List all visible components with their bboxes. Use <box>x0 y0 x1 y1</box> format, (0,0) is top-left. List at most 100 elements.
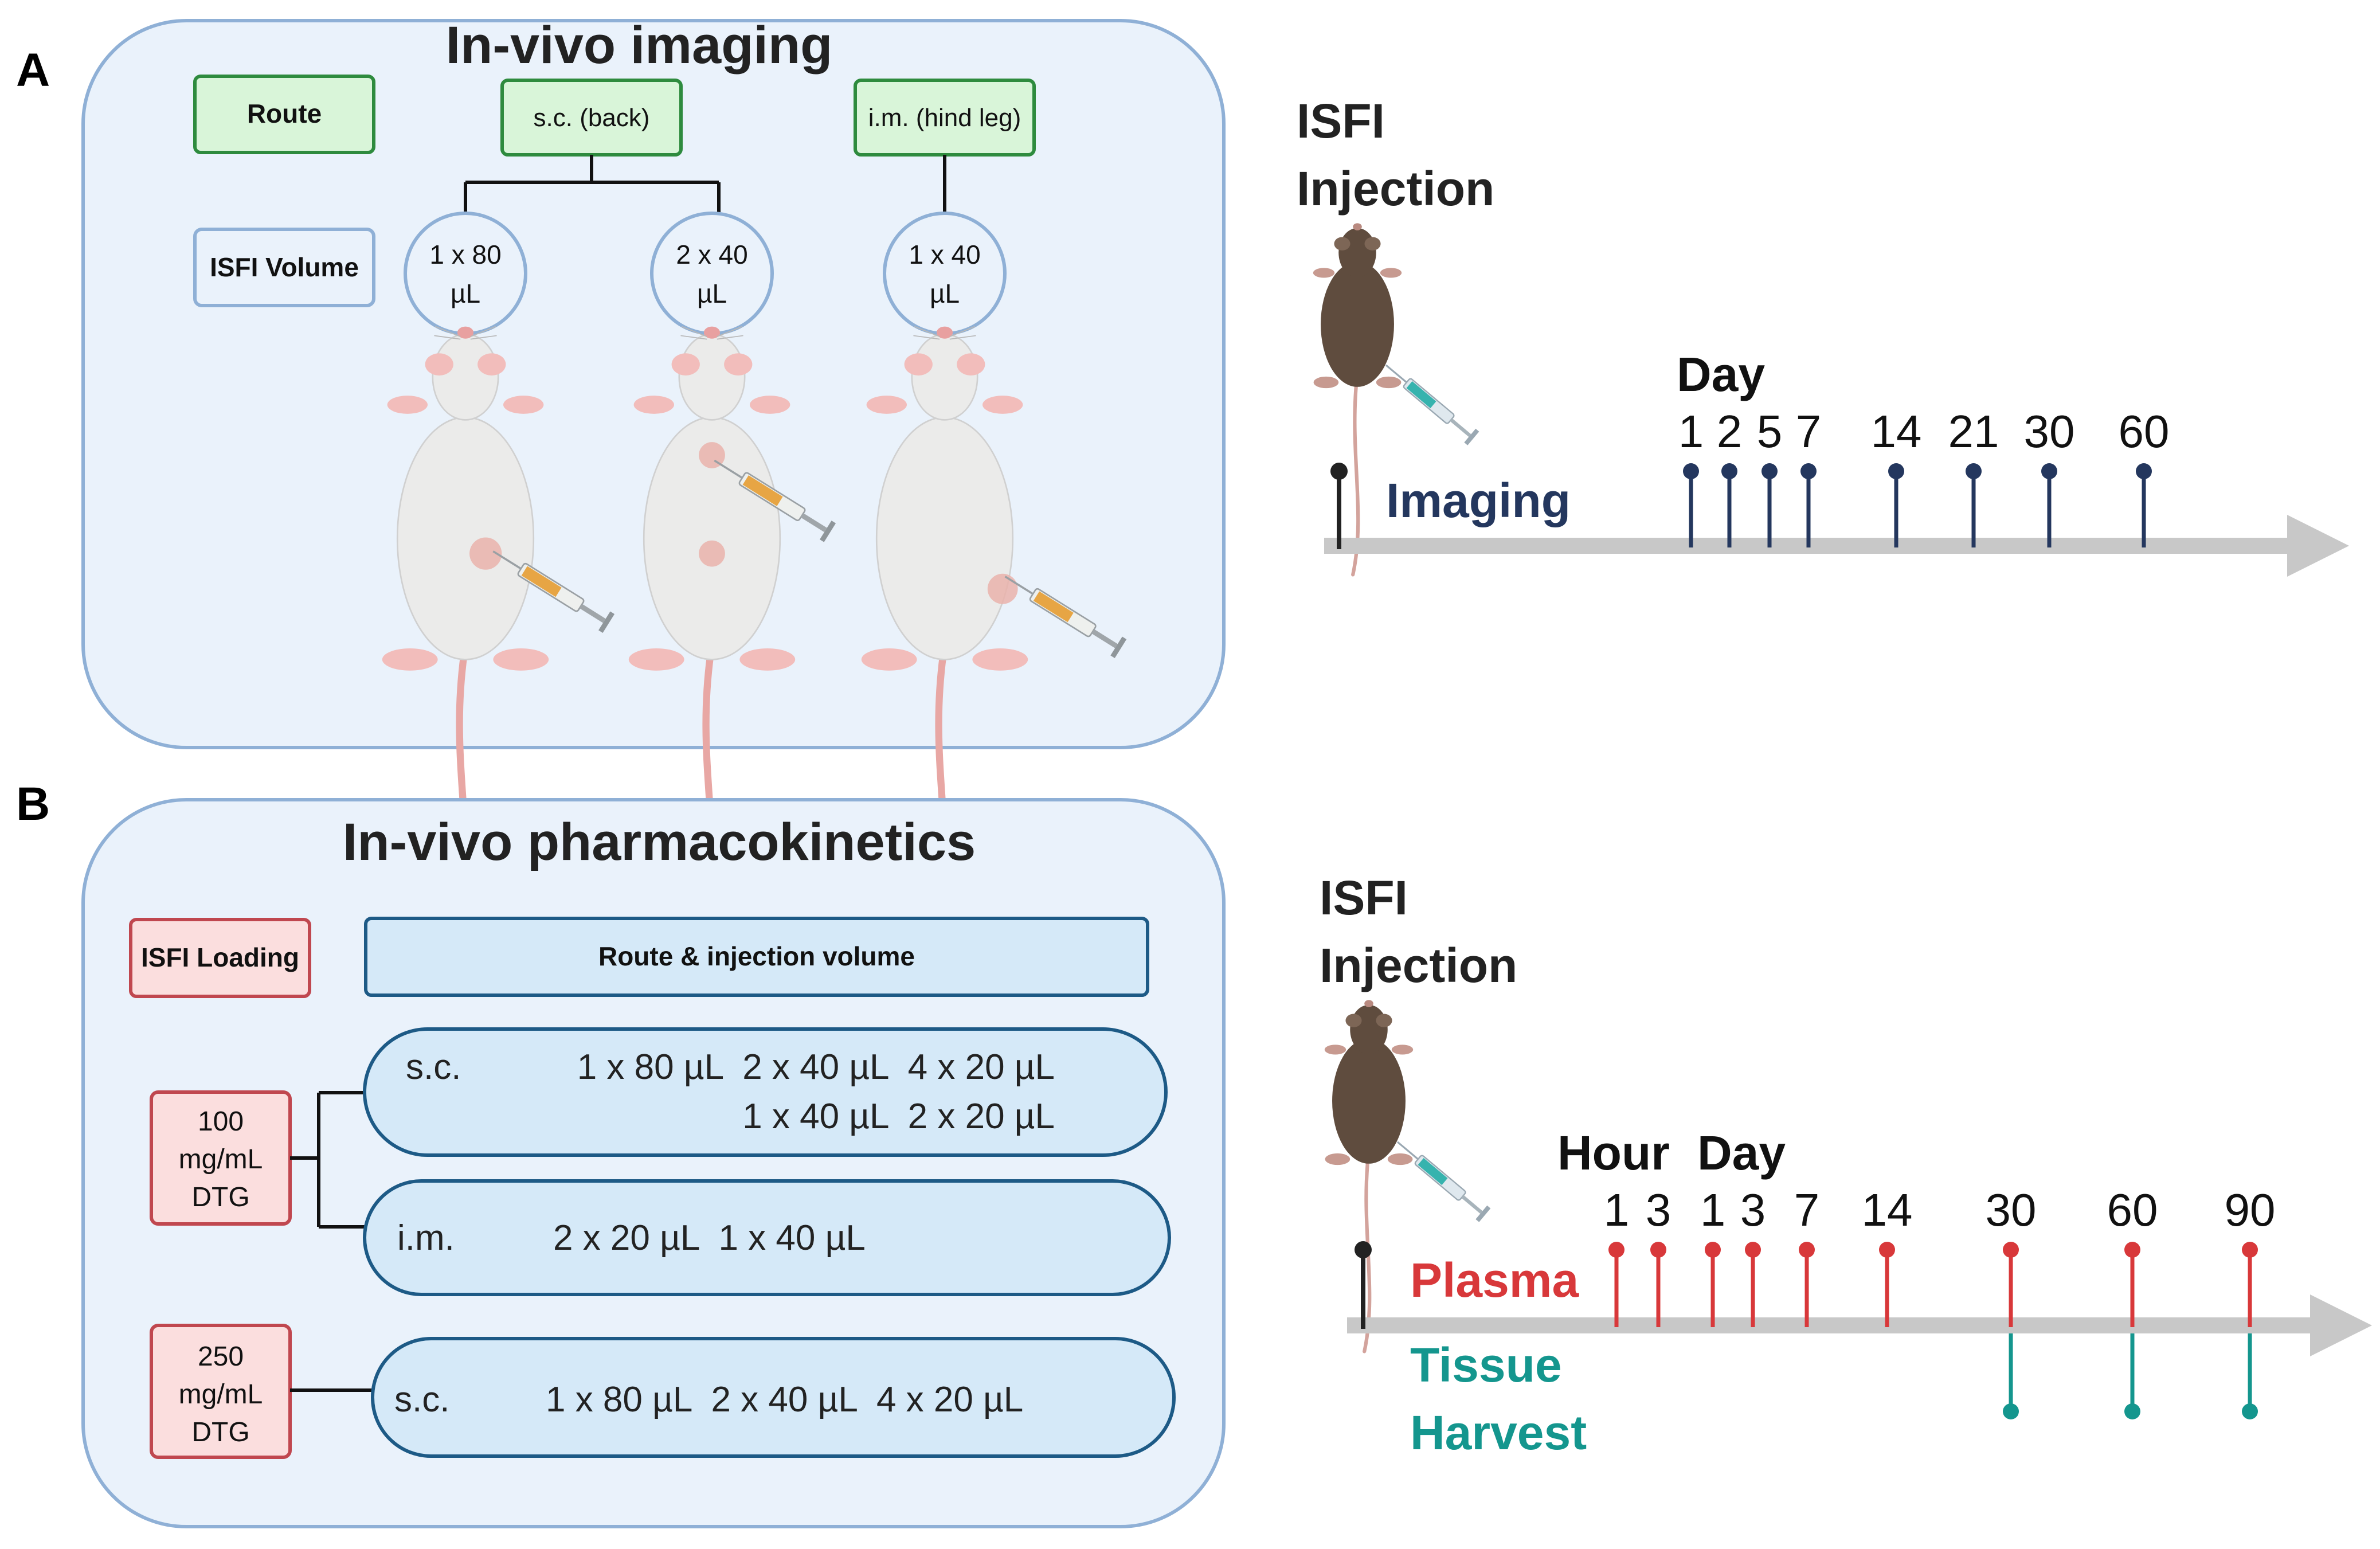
volume-3-line2: µL <box>930 279 960 308</box>
timeline-b-injection-line2: Injection <box>1320 938 1517 992</box>
volume-3-line1: 1 x 40 <box>909 240 980 269</box>
loading-100-bracket <box>290 1091 365 1229</box>
loading-100-line1: 100 <box>198 1106 244 1137</box>
rat-illustration-3 <box>862 327 1128 968</box>
day-tick-label-30: 30 <box>2024 406 2075 457</box>
day-tick-label-b-30: 30 <box>1986 1184 2037 1235</box>
day-tick-label-b-14: 14 <box>1862 1184 1913 1235</box>
loading-250-line3: DTG <box>191 1417 249 1448</box>
panel-a: A In-vivo imaging Route s.c. (back) i.m.… <box>16 16 2349 967</box>
plasma-marker-day-14 <box>1879 1242 1895 1327</box>
volume-circle-2: 2 x 40 µL <box>650 212 774 335</box>
plasma-marker-day-3 <box>1745 1242 1761 1327</box>
day-tick-label-b-1: 1 <box>1700 1184 1726 1235</box>
panel-a-letter: A <box>16 44 50 96</box>
pill-250-sc <box>371 1337 1176 1458</box>
pill-250-sc-route: s.c. <box>394 1380 449 1419</box>
day-tick-label-14: 14 <box>1871 406 1922 457</box>
pill-100-sc-line1: 1 x 80 µL 2 x 40 µL 4 x 20 µL <box>577 1047 1055 1087</box>
pill-100-sc <box>363 1027 1168 1157</box>
imaging-marker-day-14 <box>1888 463 1904 547</box>
tissue-harvest-marker-day-60 <box>2124 1333 2140 1419</box>
tissue-harvest-marker-day-90 <box>2242 1333 2258 1419</box>
panel-b-title: In-vivo pharmacokinetics <box>343 813 976 871</box>
imaging-marker-day-21 <box>1966 463 1982 547</box>
timeline-b-tissue-line2: Harvest <box>1410 1406 1587 1460</box>
pill-100-im-route: i.m. <box>397 1218 455 1258</box>
imaging-marker-day-7 <box>1800 463 1817 547</box>
route-im-label: i.m. (hind leg) <box>868 104 1021 132</box>
volume-label: ISFI Volume <box>210 252 359 282</box>
route-label: Route <box>247 99 322 128</box>
volume-label-box <box>193 228 375 307</box>
volume-circle-1: 1 x 80 µL <box>404 212 527 335</box>
imaging-marker-day-30 <box>2041 463 2057 547</box>
panel-b: B In-vivo pharmacokinetics ISFI Loading … <box>16 778 2372 1528</box>
day-tick-label-b-60: 60 <box>2107 1184 2158 1235</box>
timeline-b-hour-label: Hour <box>1557 1126 1670 1180</box>
timeline-a-injection-marker <box>1330 463 1348 549</box>
timeline-a-series-label: Imaging <box>1386 474 1571 527</box>
volume-circle-3: 1 x 40 µL <box>883 212 1007 335</box>
loading-label-box <box>129 918 311 998</box>
loading-250-line1: 250 <box>198 1341 244 1372</box>
hour-tick-label-1: 1 <box>1604 1184 1630 1235</box>
route-connector-sc <box>464 155 721 213</box>
loading-250-line2: mg/mL <box>179 1379 263 1410</box>
pill-100-sc-line2: 1 x 40 µL 2 x 20 µL <box>742 1097 1055 1136</box>
pill-100-im-line1: 2 x 20 µL 1 x 40 µL <box>553 1218 866 1258</box>
route-header: Route & injection volume <box>598 941 915 971</box>
day-tick-label-60: 60 <box>2119 406 2170 457</box>
plasma-marker-day-90 <box>2242 1242 2258 1327</box>
timeline-b-day-label: Day <box>1697 1126 1786 1180</box>
timeline-a-day-label: Day <box>1677 347 1765 401</box>
route-header-box <box>364 917 1149 997</box>
day-tick-label-2: 2 <box>1717 406 1743 457</box>
volume-2-line2: µL <box>697 279 727 308</box>
day-tick-label-b-3: 3 <box>1740 1184 1766 1235</box>
timeline-a-injection-line1: ISFI <box>1297 94 1385 148</box>
rat-illustration-1 <box>382 327 616 968</box>
imaging-marker-day-5 <box>1761 463 1778 547</box>
plasma-marker-hour-1 <box>1608 1242 1624 1327</box>
timeline-b-injection-line1: ISFI <box>1320 871 1408 925</box>
rat-illustration-2 <box>629 327 837 968</box>
imaging-marker-day-2 <box>1721 463 1737 547</box>
pill-250-sc-line1: 1 x 80 µL 2 x 40 µL 4 x 20 µL <box>546 1380 1023 1419</box>
plasma-marker-day-60 <box>2124 1242 2140 1327</box>
plasma-marker-day-7 <box>1799 1242 1815 1327</box>
volume-1-line2: µL <box>451 279 480 308</box>
timeline-b-plasma-label: Plasma <box>1410 1253 1579 1307</box>
loading-label: ISFI Loading <box>141 942 299 972</box>
route-sc-label: s.c. (back) <box>534 104 650 132</box>
imaging-marker-day-60 <box>2136 463 2152 547</box>
pill-100-im <box>363 1179 1171 1296</box>
plasma-marker-day-1 <box>1705 1242 1721 1327</box>
panel-a-title: In-vivo imaging <box>446 16 833 75</box>
loading-100-line3: DTG <box>191 1182 249 1212</box>
day-tick-label-21: 21 <box>1948 406 1999 457</box>
panel-b-letter: B <box>16 778 50 830</box>
pill-100-sc-route: s.c. <box>406 1047 461 1087</box>
timeline-b-injection-marker <box>1355 1241 1372 1329</box>
day-tick-label-b-90: 90 <box>2225 1184 2276 1235</box>
timeline-a-injection-line2: Injection <box>1297 162 1494 216</box>
plasma-marker-hour-3 <box>1650 1242 1666 1327</box>
loading-100-line2: mg/mL <box>179 1144 263 1175</box>
timeline-b-axis <box>1347 1294 2372 1356</box>
timeline-b-tissue-line1: Tissue <box>1410 1338 1562 1392</box>
route-label-box <box>193 75 375 154</box>
tissue-harvest-marker-day-30 <box>2003 1333 2019 1419</box>
imaging-marker-day-1 <box>1683 463 1699 547</box>
day-tick-label-7: 7 <box>1796 406 1822 457</box>
volume-1-line1: 1 x 80 <box>429 240 501 269</box>
day-tick-label-1: 1 <box>1678 406 1704 457</box>
plasma-marker-day-30 <box>2003 1242 2019 1327</box>
hour-tick-label-3: 3 <box>1646 1184 1672 1235</box>
day-tick-label-b-7: 7 <box>1794 1184 1820 1235</box>
day-tick-label-5: 5 <box>1757 406 1783 457</box>
volume-2-line1: 2 x 40 <box>676 240 747 269</box>
